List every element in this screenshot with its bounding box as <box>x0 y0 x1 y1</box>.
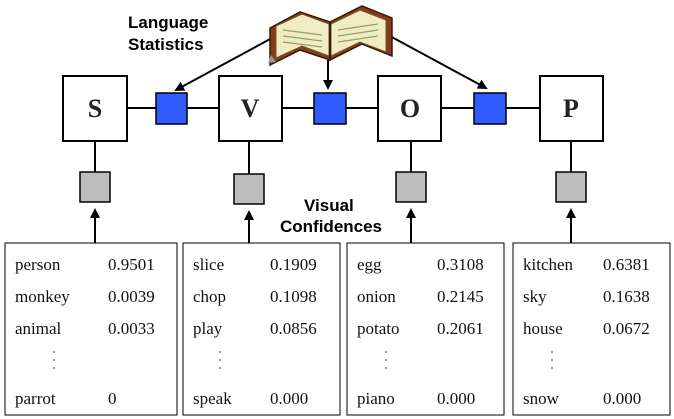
node-p-label: P <box>563 94 579 123</box>
table-score: 0.6381 <box>603 255 650 274</box>
table-score: 0.2061 <box>437 319 484 338</box>
table-score: 0.1909 <box>270 255 317 274</box>
table-word: egg <box>357 255 382 274</box>
confidence-table-s: person 0.9501 monkey 0.0039 animal 0.003… <box>4 242 178 416</box>
confidence-table-p: kitchen 0.6381 sky 0.1638 house 0.0672 s… <box>512 242 671 416</box>
factor-gray-o <box>395 171 427 203</box>
visual-factors <box>79 171 587 205</box>
node-v <box>218 75 283 142</box>
variable-nodes: S V O P <box>62 75 604 142</box>
language-statistics-label-line2: Statistics <box>128 35 204 54</box>
table-word: snow <box>523 389 560 408</box>
factor-gray-v <box>233 173 265 205</box>
table-word: parrot <box>15 389 56 408</box>
factor-blue-op <box>473 92 507 125</box>
table-score: 0 <box>108 389 117 408</box>
table-score: 0.0856 <box>270 319 317 338</box>
node-o <box>377 75 442 142</box>
table-word: person <box>15 255 61 274</box>
table-score: 0.1638 <box>603 287 650 306</box>
open-book-icon <box>268 5 393 67</box>
table-word: chop <box>193 287 226 306</box>
table-score: 0.000 <box>437 389 475 408</box>
table-word: play <box>193 319 223 338</box>
table-score: 0.2145 <box>437 287 484 306</box>
factor-blue-vo <box>313 92 347 125</box>
factor-gray-s <box>79 171 111 203</box>
node-s <box>62 75 128 142</box>
table-word: piano <box>357 389 395 408</box>
table-word: sky <box>523 287 547 306</box>
table-score: 0.000 <box>603 389 641 408</box>
table-score: 0.3108 <box>437 255 484 274</box>
table-word: potato <box>357 319 400 338</box>
factor-blue-sv <box>155 92 188 125</box>
table-word: house <box>523 319 563 338</box>
node-o-label: O <box>400 94 420 123</box>
node-v-label: V <box>241 94 260 123</box>
visual-confidences-label-line2: Confidences <box>280 217 382 236</box>
table-word: speak <box>193 389 232 408</box>
table-score: 0.9501 <box>108 255 155 274</box>
language-statistics-label-line1: Language <box>128 13 208 32</box>
visual-arrows <box>90 208 576 243</box>
table-word: monkey <box>15 287 70 306</box>
table-score: 0.0039 <box>108 287 155 306</box>
table-word: kitchen <box>523 255 574 274</box>
factor-gray-p <box>555 171 587 203</box>
ellipsis <box>53 351 55 369</box>
visual-confidences-label-line1: Visual <box>304 196 354 215</box>
confidence-table-o: egg 0.3108 onion 0.2145 potato 0.2061 pi… <box>346 242 505 416</box>
language-factors <box>155 92 507 125</box>
table-score: 0.000 <box>270 389 308 408</box>
ellipsis <box>219 351 221 369</box>
table-score: 0.0672 <box>603 319 650 338</box>
ellipsis <box>551 351 553 369</box>
confidence-table-v: slice 0.1909 chop 0.1098 play 0.0856 spe… <box>182 242 341 416</box>
table-word: slice <box>193 255 224 274</box>
node-s-label: S <box>88 94 102 123</box>
table-score: 0.0033 <box>108 319 155 338</box>
ellipsis <box>385 351 387 369</box>
node-p <box>539 75 604 142</box>
table-word: onion <box>357 287 396 306</box>
table-score: 0.1098 <box>270 287 317 306</box>
table-word: animal <box>15 319 62 338</box>
language-arrows <box>174 34 488 91</box>
node-to-factor-lines <box>94 141 572 174</box>
